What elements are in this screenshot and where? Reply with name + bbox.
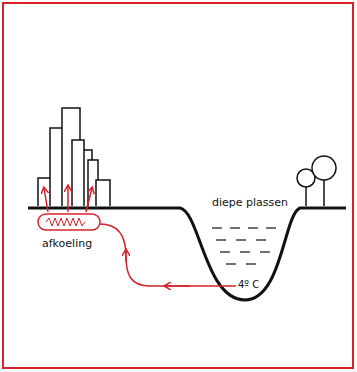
pipe-arrow <box>125 250 127 262</box>
component-label: afkoeling <box>40 238 94 250</box>
cooling-coil <box>38 214 100 230</box>
lake-label: diepe plassen <box>210 197 290 209</box>
temperature-label: 4º C <box>236 279 261 290</box>
trees <box>297 156 336 206</box>
water-dashes <box>212 228 276 264</box>
city-buildings <box>38 108 110 206</box>
water-pipe <box>100 224 244 286</box>
frame <box>3 3 353 368</box>
cooling-arrows <box>44 186 92 212</box>
ground-line <box>28 208 346 300</box>
pipe-arrow <box>165 285 190 287</box>
